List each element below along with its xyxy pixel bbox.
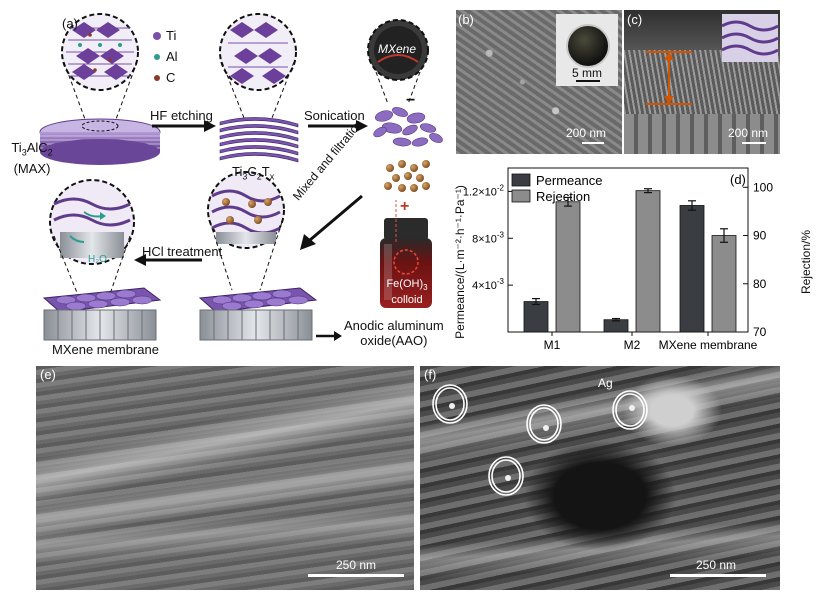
step-hcl-treatment: HCl treatment <box>142 244 223 259</box>
panel-f-letter: (f) <box>424 367 437 382</box>
max-disk-stack <box>39 118 161 165</box>
minus-sign: − <box>406 92 416 109</box>
legend-label: Permeance <box>536 173 602 188</box>
panel-c-letter: (c) <box>627 12 643 27</box>
max-paren: (MAX) <box>13 160 51 176</box>
chart-right-ylabel: Rejection/% <box>799 229 813 295</box>
intercalated-membrane <box>198 287 318 341</box>
left-tick-label: 8×10-3 <box>472 230 504 245</box>
inset-scale-label: 5 mm <box>572 66 602 80</box>
membrane-label: MXene membrane <box>52 342 159 357</box>
rejection-bar <box>635 190 661 333</box>
panel-f-scale-bar <box>670 574 766 577</box>
right-tick-label: 80 <box>753 277 767 291</box>
fe-oh-beads <box>384 160 430 192</box>
mxene-flakes <box>373 107 443 147</box>
right-tick-label: 100 <box>753 180 773 194</box>
etched-crystal-zoom <box>219 13 297 91</box>
legend-label: Rejection <box>536 189 590 204</box>
permeance-bar <box>679 205 705 333</box>
x-tick-label: M2 <box>624 338 641 352</box>
rejection-bar <box>711 235 737 333</box>
colloid-vial <box>380 218 432 308</box>
step-hf-etching: HF etching <box>150 108 213 123</box>
etched-stack <box>219 117 299 163</box>
h2o-label: H₂O <box>88 254 107 265</box>
ag-annotation: Ag <box>598 376 613 390</box>
right-tick-label: 90 <box>753 229 767 243</box>
mxene-badge: MXene <box>378 42 417 56</box>
legend-swatch <box>511 189 531 203</box>
etched-formula: Ti3C2Tx <box>232 164 275 182</box>
panel-c-scale-label: 200 nm <box>728 126 769 140</box>
panel-e-scale-label: 250 nm <box>336 558 377 572</box>
panel-b-sem: 5 mm 200 nm <box>456 10 622 154</box>
panel-d-letter: (d) <box>730 172 746 187</box>
panel-c-sem: 200 nm <box>624 10 780 154</box>
left-tick-label: 1.2×10-2 <box>463 183 505 198</box>
step-sonication: Sonication <box>304 108 365 123</box>
thickness-marker <box>646 51 692 105</box>
panel-a: (a) Ti Al C Ti3AlC2 (MAX) HF etching Ti3… <box>0 0 460 360</box>
panel-c-inset <box>722 14 778 62</box>
panel-b-scale-label: 200 nm <box>566 126 607 140</box>
plus-sign: + <box>400 198 410 215</box>
cross-section-substrate <box>624 114 780 154</box>
inset-scale-bar <box>576 80 600 82</box>
chart-left-ylabel: Permeance/(L·m⁻²·h⁻¹·Pa⁻¹) <box>453 185 467 339</box>
left-tick-label: 4×10-3 <box>472 277 504 292</box>
legend-swatch <box>511 173 531 187</box>
panel-e-scale-bar <box>308 574 404 577</box>
panel-a-schematic <box>39 13 443 341</box>
panel-b-inset: 5 mm <box>556 14 618 86</box>
mxene-membrane-final <box>42 287 162 341</box>
legend-c-label: C <box>166 70 176 85</box>
membrane-water-zoom <box>49 179 135 265</box>
panel-f-scale-label: 250 nm <box>696 558 737 572</box>
colloid-label: Fe(OH)3 colloid <box>386 278 428 307</box>
membrane-disc <box>566 24 610 68</box>
panel-a-letter: (a) <box>62 16 78 31</box>
ag-markers <box>432 384 648 496</box>
permeance-bar <box>523 301 549 333</box>
aao-label: Anodic aluminum oxide(AAO) <box>344 318 444 348</box>
rejection-bar <box>555 201 581 333</box>
x-tick-label: M1 <box>544 338 561 352</box>
max-crystal-zoom <box>61 13 139 91</box>
x-tick-label: MXene membrane <box>659 338 758 352</box>
panel-b-letter: (b) <box>458 12 474 27</box>
legend-c-dot <box>154 75 160 81</box>
mxene-flake-zoom <box>367 19 429 81</box>
panel-c-scale-bar <box>742 142 766 144</box>
legend-al-dot <box>154 54 160 60</box>
legend-al-label: Al <box>166 49 178 64</box>
legend-ti-label: Ti <box>166 28 177 43</box>
panel-f-sem: Ag 250 nm <box>420 366 780 590</box>
legend-ti-dot <box>153 32 161 40</box>
panel-e-letter: (e) <box>40 367 56 382</box>
panel-b-scale-bar <box>582 142 604 144</box>
right-tick-label: 70 <box>753 325 767 339</box>
panel-c-inset-layers <box>722 20 778 56</box>
intercalated-membrane-zoom <box>207 171 285 249</box>
max-formula: Ti3AlC2 (MAX) <box>11 140 53 176</box>
permeance-bar <box>603 319 629 333</box>
panel-e-sem: 250 nm <box>36 366 414 590</box>
